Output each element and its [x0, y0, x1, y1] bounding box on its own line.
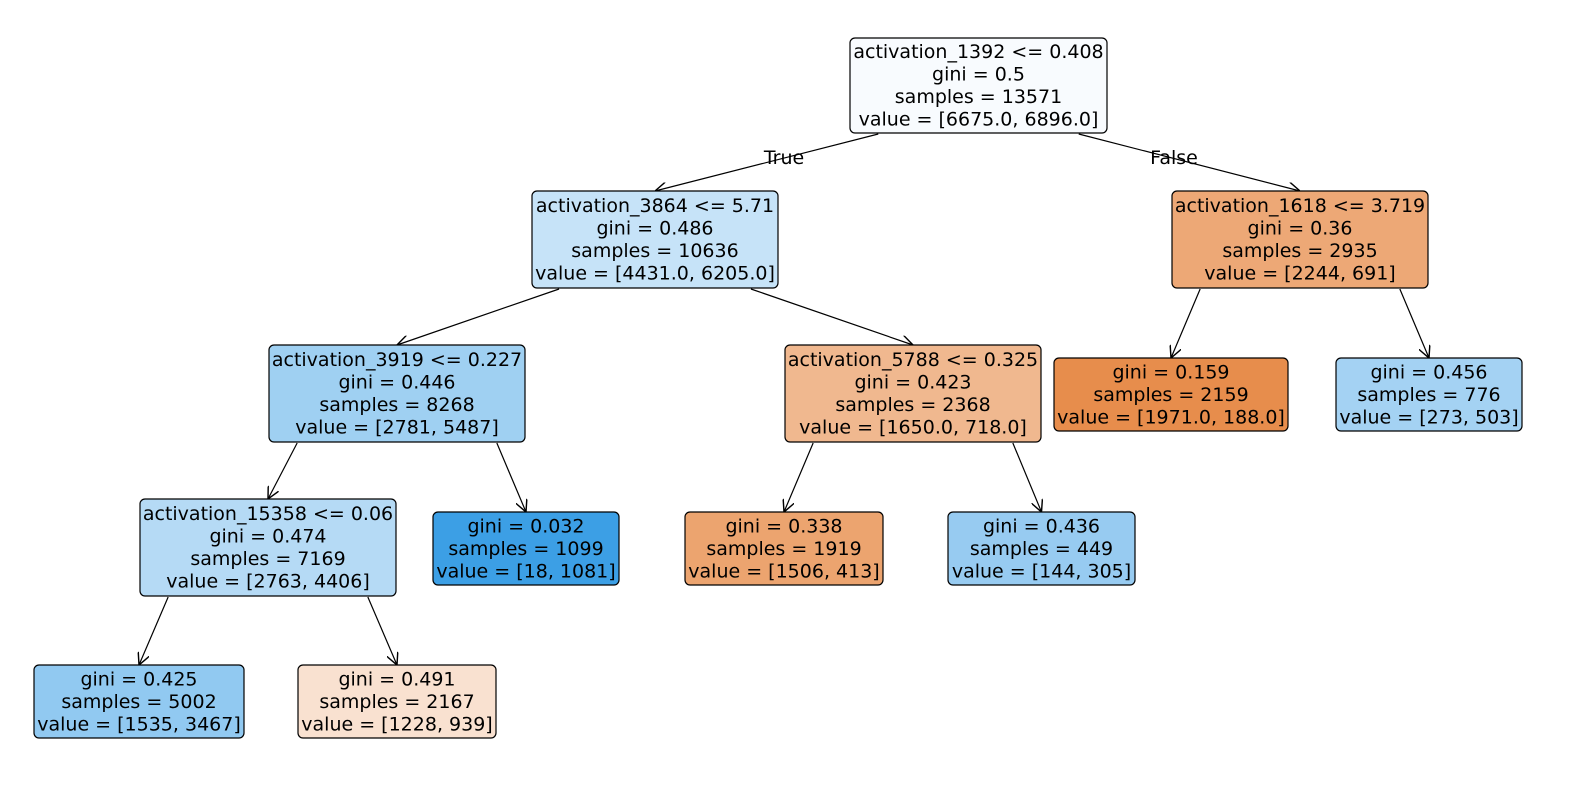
tree-edge [1171, 288, 1201, 358]
node-text-line: value = [2763, 4406] [166, 571, 370, 593]
node-box [297, 664, 497, 739]
node-box [947, 511, 1136, 586]
node-box [1171, 190, 1429, 289]
node-text-line: samples = 2167 [319, 691, 474, 713]
node-text-line: activation_1392 <= 0.408 [853, 41, 1103, 63]
node-text-line: samples = 13571 [895, 86, 1062, 108]
node-box [784, 344, 1042, 443]
tree-edge [1078, 133, 1300, 191]
tree-edge [750, 288, 913, 345]
node-text-line: value = [6675.0, 6896.0] [859, 109, 1099, 131]
tree-edge [139, 596, 169, 665]
node-box [1335, 357, 1523, 432]
node-box [849, 37, 1108, 134]
node-box [1053, 357, 1289, 432]
node-box [268, 344, 526, 443]
node-text-line: activation_3919 <= 0.227 [272, 349, 522, 371]
node-text-line: value = [1971.0, 188.0] [1057, 406, 1285, 428]
tree-edge [1012, 442, 1042, 512]
node-text-line: value = [1506, 413] [688, 560, 879, 582]
node-text-line: samples = 8268 [319, 394, 474, 416]
node-text-line: samples = 776 [1357, 384, 1500, 406]
node-box [33, 664, 245, 739]
node-text-line: activation_3864 <= 5.71 [536, 195, 774, 217]
node-text-line: samples = 5002 [61, 691, 216, 713]
node-text-line: value = [273, 503] [1339, 406, 1518, 428]
node-text-line: gini = 0.456 [1370, 361, 1487, 383]
node-text-line: gini = 0.491 [338, 668, 455, 690]
node-text-line: gini = 0.436 [983, 515, 1100, 537]
tree-edge [397, 288, 560, 345]
tree-edge [1399, 288, 1429, 358]
node-text-line: gini = 0.159 [1112, 361, 1229, 383]
node-text-line: samples = 2159 [1093, 384, 1248, 406]
node-text-line: gini = 0.338 [725, 515, 842, 537]
node-text-line: value = [18, 1081] [436, 560, 615, 582]
node-text-line: value = [1535, 3467] [37, 713, 241, 735]
edges-layer: True False [139, 133, 1429, 665]
node-text-line: activation_15358 <= 0.06 [143, 503, 393, 525]
node-text-line: gini = 0.425 [80, 668, 197, 690]
edge-label-true: True [763, 147, 804, 169]
node-box [531, 190, 779, 289]
tree-edge [784, 442, 814, 512]
node-text-line: value = [2244, 691] [1204, 263, 1395, 285]
node-text-line: gini = 0.032 [467, 515, 584, 537]
tree-edge [655, 133, 879, 191]
node-text-line: value = [4431.0, 6205.0] [535, 263, 775, 285]
node-box [432, 511, 620, 586]
node-text-line: samples = 7169 [190, 548, 345, 570]
node-text-line: samples = 2368 [835, 394, 990, 416]
node-text-line: gini = 0.486 [596, 218, 713, 240]
node-text-line: value = [1650.0, 718.0] [799, 417, 1027, 439]
edge-label-false: False [1150, 147, 1198, 169]
node-text-line: gini = 0.36 [1248, 218, 1353, 240]
node-text-line: samples = 10636 [571, 240, 738, 262]
node-text-line: gini = 0.446 [338, 372, 455, 394]
node-text-line: activation_1618 <= 3.719 [1175, 195, 1425, 217]
node-text-line: activation_5788 <= 0.325 [788, 349, 1038, 371]
node-text-line: value = [144, 305] [952, 560, 1131, 582]
node-text-line: samples = 1919 [706, 538, 861, 560]
node-text-line: gini = 0.474 [209, 526, 326, 548]
node-box [684, 511, 884, 586]
tree-edge [496, 442, 526, 512]
node-text-line: gini = 0.423 [854, 372, 971, 394]
node-text-line: gini = 0.5 [932, 64, 1025, 86]
tree-edge [268, 442, 298, 499]
node-box [139, 498, 397, 597]
node-text-line: value = [1228, 939] [301, 713, 492, 735]
node-text-line: samples = 2935 [1222, 240, 1377, 262]
tree-edge [367, 596, 397, 665]
node-text-line: samples = 1099 [448, 538, 603, 560]
node-text-line: value = [2781, 5487] [295, 417, 499, 439]
node-text-line: samples = 449 [970, 538, 1113, 560]
